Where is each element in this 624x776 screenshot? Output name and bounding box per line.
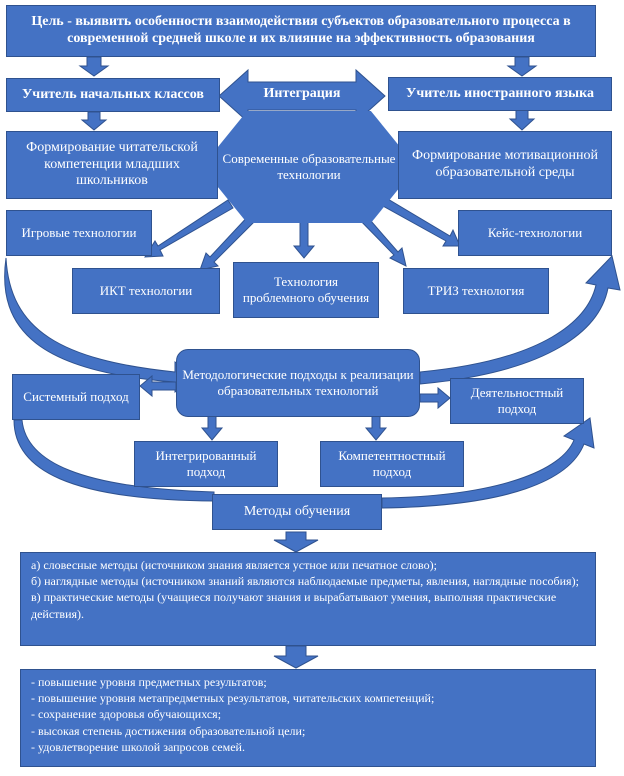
- curved-arrow-bottom-right: [381, 417, 595, 509]
- methods-list: а) словесные методы (источником знания я…: [20, 552, 596, 646]
- arrow-to-problem: [292, 219, 316, 259]
- arrow-list-down: [273, 645, 319, 669]
- results-list-item: - высокая степень достижения образовател…: [31, 723, 306, 738]
- integrated-approach-box: Интегрированный подход: [134, 441, 278, 487]
- competence-approach-box: Компетентностный подход: [320, 441, 464, 487]
- case-tech-box: Кейс-технологии: [458, 210, 612, 256]
- approaches-center-box: Методологические подходы к реализации об…: [176, 349, 420, 417]
- motivational-env-box: Формирование мотивационной образовательн…: [398, 131, 612, 199]
- game-tech-box: Игровые технологии: [6, 210, 152, 256]
- results-list: - повышение уровня предметных результато…: [20, 669, 596, 767]
- arrow-goal-right: [506, 56, 538, 77]
- goal-box: Цель - выявить особенности взаимодействи…: [6, 5, 596, 57]
- ict-tech-box: ИКТ технологии: [72, 268, 220, 314]
- results-list-item: - сохранение здоровья обучающихся;: [31, 707, 222, 722]
- arrow-to-system: [139, 374, 177, 398]
- arrow-to-activity: [419, 386, 451, 410]
- arrow-to-integrated: [200, 415, 224, 441]
- problem-tech-box: Технология проблемного обучения: [233, 262, 379, 318]
- arrow-to-game: [144, 199, 234, 258]
- integration-label: Интеграция: [263, 86, 341, 101]
- arrow-to-competence: [364, 415, 388, 441]
- arrow-goal-left: [78, 56, 110, 77]
- reading-competence-box: Формирование читательской компетенции мл…: [6, 131, 218, 199]
- teacher-foreign-box: Учитель иностранного языка: [388, 77, 612, 111]
- curved-arrow-right: [419, 254, 621, 385]
- curved-arrow-bottom-left: [13, 419, 215, 502]
- arrow-primary-down: [80, 111, 108, 131]
- system-approach-box: Системный подход: [12, 374, 140, 420]
- triz-tech-box: ТРИЗ технология: [403, 268, 549, 314]
- methods-title-box: Методы обучения: [212, 494, 382, 530]
- results-list-item: - повышение уровня предметных результато…: [31, 675, 267, 689]
- results-list-item: - удовлетворение школой запросов семей.: [31, 739, 245, 754]
- arrow-foreign-down: [508, 109, 536, 131]
- activity-approach-box: Деятельностный подход: [450, 378, 584, 424]
- modern-tech-octagon: Современные образовательные технологии: [218, 111, 400, 223]
- results-list-item: - повышение уровня метапредметных резуль…: [31, 691, 435, 706]
- arrow-methods-down: [273, 531, 319, 553]
- methods-list-item: б) наглядные методы (источником знаний я…: [31, 574, 579, 589]
- teacher-primary-box: Учитель начальных классов: [6, 78, 220, 112]
- methods-list-item: а) словесные методы (источником знания я…: [31, 558, 437, 572]
- methods-list-item: в) практические методы (учащиеся получаю…: [31, 590, 557, 621]
